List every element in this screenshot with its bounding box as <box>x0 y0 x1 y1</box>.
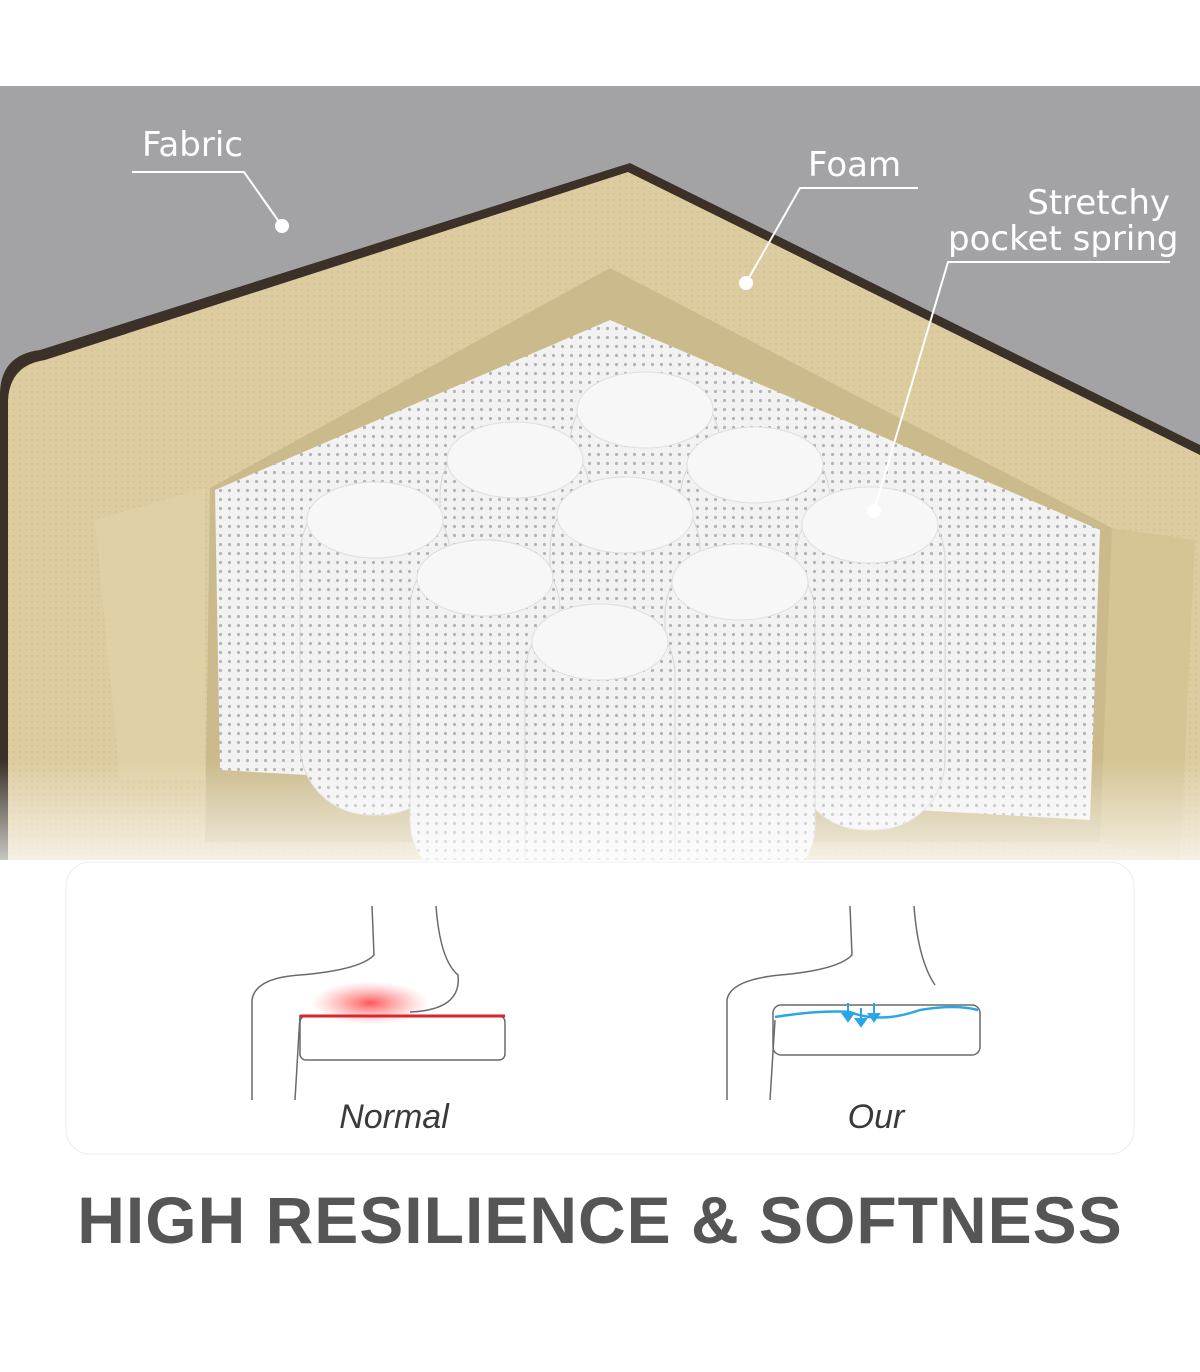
our-caption: Our <box>847 1098 905 1136</box>
normal-cushion-diagram <box>251 905 506 1101</box>
pressure-arrows <box>841 1003 881 1028</box>
comparison-panel <box>65 861 1135 1155</box>
fabric-label: Fabric <box>142 125 243 165</box>
pocket-spring-label-line2: pocket spring <box>948 218 1179 259</box>
pocket-spring-label: Stretchy pocket spring <box>948 183 1179 259</box>
pocket-spring-label-line1: Stretchy <box>1027 183 1170 223</box>
headline: HIGH RESILIENCE & SOFTNESS <box>77 1183 1123 1257</box>
foam-label: Foam <box>808 145 902 185</box>
our-cushion-diagram <box>726 905 981 1101</box>
callout-leaders <box>132 171 1170 518</box>
pocket-springs <box>215 320 1100 956</box>
normal-caption: Normal <box>339 1098 449 1136</box>
